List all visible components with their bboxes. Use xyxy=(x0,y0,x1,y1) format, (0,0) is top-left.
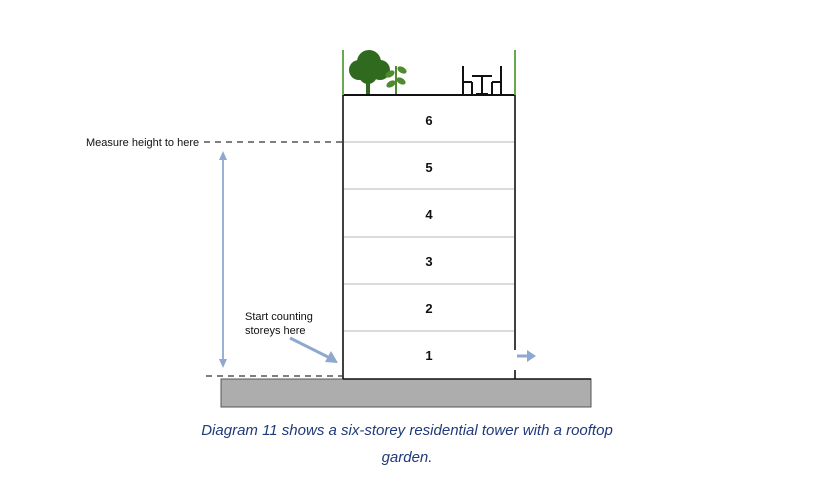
right-arrow-icon xyxy=(517,350,536,362)
floor-labels: 6 5 4 3 2 1 xyxy=(425,113,433,363)
ground-slab xyxy=(220,378,592,408)
tree-and-plant-icon xyxy=(349,50,407,94)
height-arrow-head-top xyxy=(219,151,227,160)
height-double-arrow xyxy=(219,151,227,368)
floor-label-2: 2 xyxy=(425,301,432,316)
caption-line-2: garden. xyxy=(381,449,433,466)
start-counting-arrow xyxy=(289,336,338,363)
start-counting-arrow-head xyxy=(325,351,338,363)
floor-label-1: 1 xyxy=(425,348,432,363)
table-and-chairs-icon xyxy=(462,66,502,95)
floor-label-6: 6 xyxy=(425,113,432,128)
floor-dividers xyxy=(344,141,514,332)
floor-label-3: 3 xyxy=(425,254,432,269)
measure-height-label: Measure height to here xyxy=(86,137,199,149)
floor-label-4: 4 xyxy=(425,207,433,222)
floor-label-5: 5 xyxy=(425,160,432,175)
start-counting-label-line1: Start counting xyxy=(245,311,313,323)
height-arrow-head-bottom xyxy=(219,359,227,368)
start-counting-arrow-shaft xyxy=(289,336,331,360)
caption-line-1: Diagram 11 shows a six-storey residentia… xyxy=(201,422,613,439)
start-counting-label-line2: storeys here xyxy=(245,325,306,337)
